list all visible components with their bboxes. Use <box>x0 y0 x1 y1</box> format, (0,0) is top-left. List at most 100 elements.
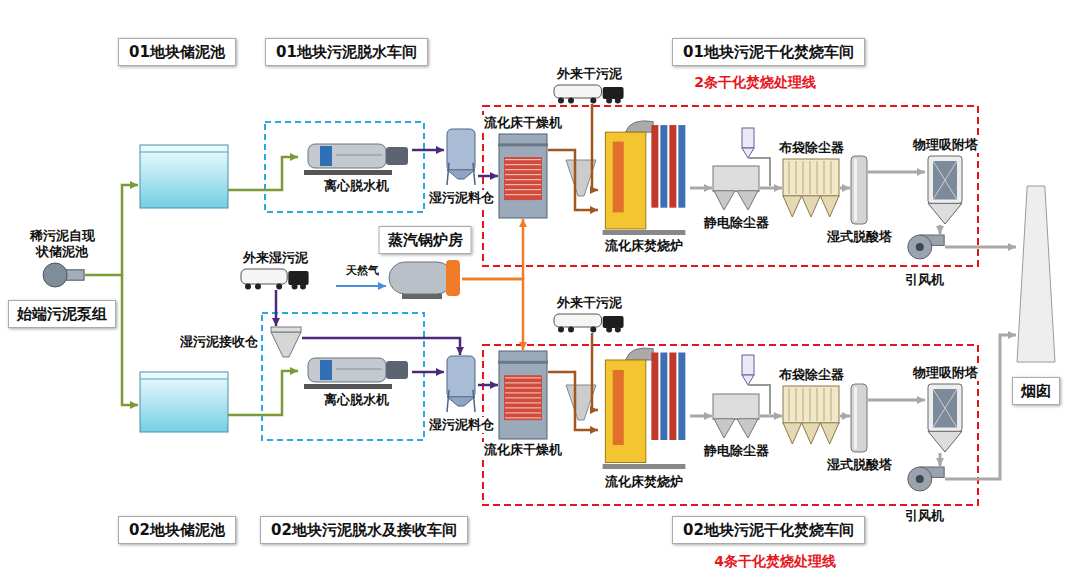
cone-unit: 湿污泥接收仓 <box>270 326 302 358</box>
truck-figure <box>554 85 602 98</box>
flow-connector <box>478 175 498 178</box>
truck-figure <box>603 316 624 328</box>
adsorb-figure <box>928 156 962 204</box>
centrifuge-figure <box>386 147 408 165</box>
centrifuge-figure <box>308 358 386 382</box>
boiler-figure <box>389 262 453 294</box>
pump-figure <box>39 262 85 288</box>
bag-figure <box>810 388 811 421</box>
bag-figure <box>796 388 797 421</box>
dryer-figure <box>505 392 541 393</box>
furnace-figure <box>660 353 667 441</box>
truck-figure <box>615 98 621 104</box>
bag-figure <box>789 161 790 194</box>
furnace-figure <box>651 125 658 208</box>
truck-figure <box>276 284 282 290</box>
furnace-figure <box>669 353 676 441</box>
furnace-figure <box>678 125 685 208</box>
silo-unit: 湿污泥料仓 <box>444 355 478 413</box>
cone-figure <box>271 332 301 357</box>
fan-figure <box>916 243 924 251</box>
bag-figure <box>820 196 839 217</box>
centrifuge-figure <box>304 170 392 175</box>
truck-figure <box>606 98 612 104</box>
furnace-figure <box>598 345 690 470</box>
equipment-label: 湿式脱酸塔 <box>825 229 894 245</box>
flow-connector <box>302 338 460 355</box>
equipment-label: 稀污泥自现状储泥池 <box>24 228 100 260</box>
flow-connector <box>478 384 498 387</box>
truck-figure <box>558 98 564 104</box>
sludge-tank <box>140 145 228 208</box>
equipment-label: 引风机 <box>903 508 946 524</box>
boiler-figure <box>446 260 460 296</box>
silo-figure <box>444 128 478 186</box>
flow-connector <box>939 453 942 466</box>
flow-connector <box>592 104 598 190</box>
equipment-label: 外来干污泥 <box>555 66 624 82</box>
sludge-tank <box>140 379 228 380</box>
bag-figure <box>782 158 840 218</box>
lime-silo <box>742 128 754 148</box>
adsorb-unit: 物理吸附塔 <box>925 155 965 225</box>
boiler-unit: 蒸汽锅炉房 <box>388 258 462 300</box>
silo-unit: 湿污泥料仓 <box>444 128 478 186</box>
equipment-label: 引风机 <box>903 272 946 288</box>
gas-pipe <box>336 286 386 287</box>
equipment-label: 湿污泥料仓 <box>427 417 496 433</box>
flow-connector <box>548 372 598 430</box>
flow-connector <box>548 150 598 210</box>
adsorb-figure <box>928 431 962 452</box>
section-title-box: 02地块污泥脱水及接收车间 <box>260 516 468 544</box>
section-title: 01地块储泥池 <box>129 43 225 61</box>
boxed-label: 烟囱 <box>1012 377 1060 405</box>
furnace-figure <box>669 125 676 208</box>
furnace-figure <box>603 230 686 235</box>
dryer-figure <box>505 184 541 185</box>
fan-unit: 引风机 <box>903 466 945 492</box>
section-title-box: 02地块储泥池 <box>118 516 236 544</box>
silo-figure <box>473 163 475 185</box>
boiler-figure <box>388 258 462 300</box>
equipment-label: 湿式脱酸塔 <box>825 457 894 473</box>
line-count-note: 4条干化焚烧处理线 <box>714 553 836 571</box>
dryer-unit: 流化床干燥机 <box>498 350 548 440</box>
equipment-label: 湿污泥接收仓 <box>178 334 260 350</box>
flow-connector <box>868 171 925 174</box>
dryer-figure <box>498 361 548 364</box>
silo-figure <box>447 390 449 412</box>
dryer-figure <box>505 194 541 195</box>
centrifuge-figure <box>308 144 386 168</box>
dryer-figure <box>505 377 541 378</box>
tower-figure <box>851 384 867 452</box>
equipment-label: 布袋除尘器 <box>777 140 846 156</box>
truck-figure <box>590 98 596 104</box>
equipment-label: 物理吸附塔 <box>911 365 980 381</box>
chimney-unit: 烟囱 <box>1016 185 1056 363</box>
line-count-note: 2条干化焚烧处理线 <box>694 74 816 92</box>
furnace-figure <box>605 360 645 463</box>
chimney-figure <box>1017 186 1055 362</box>
dryer-unit: 流化床干燥机 <box>498 133 548 219</box>
dryer-figure <box>504 157 542 200</box>
dryer-figure <box>505 417 541 418</box>
esp-figure <box>737 191 758 210</box>
flow-connector <box>760 187 782 190</box>
bag-figure <box>782 385 840 445</box>
sludge-pipe <box>85 157 298 415</box>
tower-figure <box>850 383 868 453</box>
pump-figure <box>43 263 67 287</box>
truck-figure <box>558 327 564 333</box>
section-title-box: 01地块污泥干化焚烧车间 <box>672 38 865 66</box>
cone-figure <box>270 326 302 358</box>
bag-figure <box>824 388 825 421</box>
esp-figure <box>714 419 735 438</box>
centrifuge-figure <box>386 361 408 379</box>
bag-figure <box>831 161 832 194</box>
adsorb-unit: 物理吸附塔 <box>925 383 965 453</box>
esp-figure <box>712 165 760 211</box>
centrifuge-figure <box>336 369 382 370</box>
equipment-label: 布袋除尘器 <box>777 367 846 383</box>
bag-figure <box>783 386 839 423</box>
tower-unit: 湿式脱酸塔 <box>850 383 868 453</box>
